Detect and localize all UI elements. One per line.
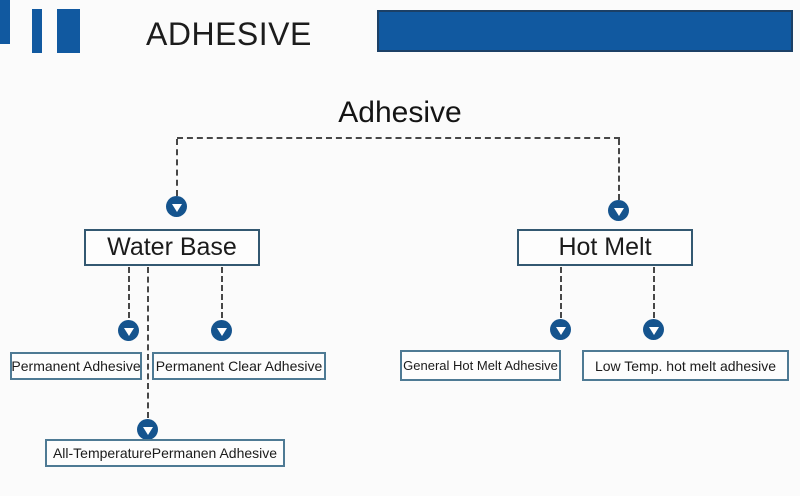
connector-hotmelt-to-general (560, 267, 562, 318)
node-water-base: Water Base (84, 229, 260, 266)
node-all-temperature-permanent-adhesive: All-TemperaturePermanen Adhesive (45, 439, 285, 467)
down-triangle-icon (123, 327, 134, 336)
node-permanent-adhesive: Permanent Adhesive (10, 352, 142, 380)
connector-root-horizontal (177, 137, 620, 139)
down-triangle-icon (555, 326, 566, 335)
connector-waterbase-to-permanent (128, 267, 130, 318)
down-arrow-icon (118, 320, 139, 341)
diagram-root-label: Adhesive (338, 96, 462, 129)
header-logo-bar-icon (57, 9, 80, 53)
down-arrow-icon (166, 196, 187, 217)
node-hot-melt: Hot Melt (517, 229, 693, 266)
down-triangle-icon (171, 203, 182, 212)
node-low-temp-hot-melt-adhesive: Low Temp. hot melt adhesive (582, 350, 789, 381)
connector-waterbase-to-alltemperature (147, 267, 149, 418)
header-logo-bar-icon (32, 9, 42, 53)
down-triangle-icon (216, 327, 227, 336)
down-arrow-icon (643, 319, 664, 340)
node-general-hot-melt-adhesive: General Hot Melt Adhesive (400, 350, 561, 381)
connector-waterbase-to-permanentclear (221, 267, 223, 318)
down-triangle-icon (648, 326, 659, 335)
node-permanent-clear-adhesive: Permanent Clear Adhesive (152, 352, 326, 380)
connector-root-to-waterbase (176, 139, 178, 196)
header-banner (377, 10, 793, 52)
down-triangle-icon (142, 426, 153, 435)
down-triangle-icon (613, 207, 624, 216)
connector-root-to-hotmelt (618, 139, 620, 200)
header-title: ADHESIVE (146, 16, 312, 52)
down-arrow-icon (137, 419, 158, 440)
header-logo-bar-icon (0, 0, 10, 44)
connector-hotmelt-to-lowtemp (653, 267, 655, 318)
down-arrow-icon (550, 319, 571, 340)
down-arrow-icon (211, 320, 232, 341)
down-arrow-icon (608, 200, 629, 221)
